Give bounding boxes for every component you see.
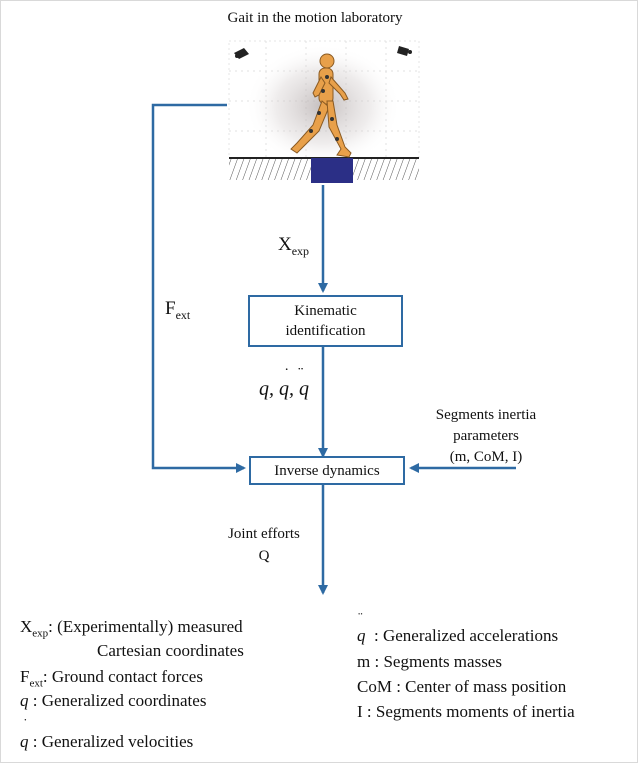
motion-lab-illustration xyxy=(228,40,420,183)
legend-i: I : Segments moments of inertia xyxy=(357,702,575,721)
q-symbols-label: q, q, q xyxy=(259,378,309,400)
inverse-dynamics-box: Inverse dynamics xyxy=(249,456,405,485)
diagram-title: Gait in the motion laboratory xyxy=(227,10,403,26)
legend-qddot: q : Generalized accelerations xyxy=(357,626,559,645)
xexp-label: Xexp xyxy=(278,234,310,258)
legend-fext: Fext: Ground contact forces xyxy=(20,667,203,690)
legend-com: CoM : Center of mass position xyxy=(357,677,567,696)
q-dot-marks: ˙ xyxy=(284,366,290,383)
legend-qdot-mark: ˙ xyxy=(23,717,28,732)
inertia-parameters-label: Segments inertia parameters (m, CoM, I) xyxy=(435,407,537,465)
markers xyxy=(309,75,339,141)
force-plate xyxy=(311,158,353,183)
legend-m: m : Segments masses xyxy=(357,652,502,671)
camera-left-icon xyxy=(234,48,249,59)
legend-qdot: q : Generalized velocities xyxy=(20,732,194,751)
kinematic-identification-box: Kinematic identification xyxy=(248,295,403,347)
fext-label: Fext xyxy=(165,298,191,322)
legend-xexp-desc2: Cartesian coordinates xyxy=(97,641,244,660)
camera-right-icon xyxy=(397,46,412,56)
legend-q: q : Generalized coordinates xyxy=(20,691,207,710)
joint-efforts-label: Joint efforts Q xyxy=(228,526,300,564)
arrow-fext-to-inverse xyxy=(151,103,246,473)
legend-qddot-mark: ¨ xyxy=(358,611,363,626)
legend-xexp: Xexp: (Experimentally) measured xyxy=(20,617,243,640)
q-ddot-marks: ¨ xyxy=(298,365,303,382)
